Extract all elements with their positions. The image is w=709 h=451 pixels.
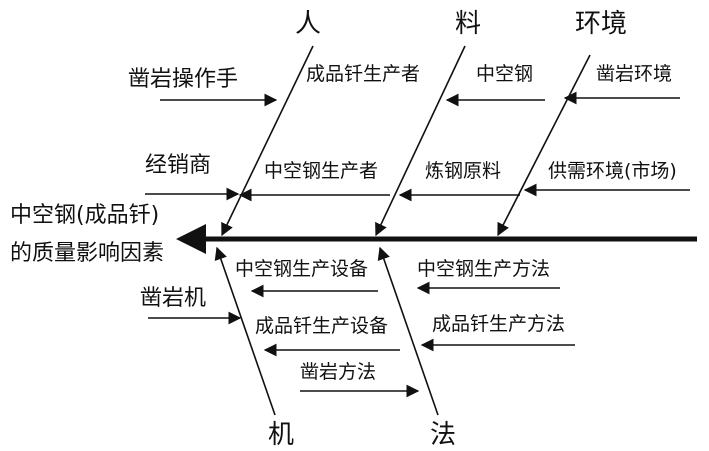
cause-supply-demand: 供需环境(市场): [548, 160, 677, 182]
cause-drill-method: 凿岩方法: [300, 361, 376, 383]
cause-hollow-steel-top: 中空钢: [476, 63, 533, 85]
category-method: 法: [430, 420, 456, 450]
cause-hollow-steel-method: 中空钢生产方法: [417, 258, 550, 280]
rib-machine: [214, 246, 276, 416]
effect-label-line2: 的质量影响因素: [10, 241, 164, 266]
rib-people: [221, 45, 314, 237]
cause-finished-rod-producer: 成品钎生产者: [306, 63, 420, 85]
cause-dealer: 经销商: [145, 153, 211, 178]
cause-hollow-steel-equipment: 中空钢生产设备: [235, 258, 368, 280]
category-material: 料: [455, 9, 481, 39]
rib-material: [375, 45, 466, 237]
cause-steelmaking-material: 炼钢原料: [425, 160, 501, 182]
rib-environment: [497, 54, 591, 237]
category-people: 人: [295, 9, 321, 39]
cause-hollow-steel-producer: 中空钢生产者: [264, 160, 378, 182]
cause-rock-drill: 凿岩机: [140, 286, 206, 311]
cause-finished-rod-equipment: 成品钎生产设备: [255, 315, 388, 337]
rib-method: [377, 246, 439, 416]
cause-drill-operator: 凿岩操作手: [128, 67, 238, 92]
category-environment: 环境: [575, 9, 627, 39]
effect-label-line1: 中空钢(成品钎): [10, 203, 159, 228]
category-machine: 机: [268, 420, 294, 450]
cause-finished-rod-method: 成品钎生产方法: [432, 313, 565, 335]
cause-drill-environment: 凿岩环境: [596, 63, 672, 85]
